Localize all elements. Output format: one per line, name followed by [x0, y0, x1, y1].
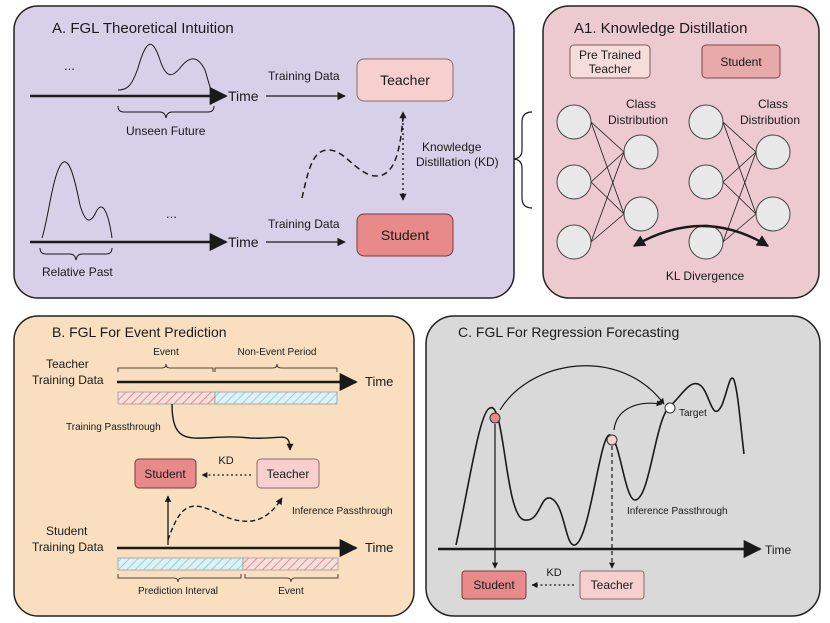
teacher-training-data-line2: Training Data [32, 373, 104, 387]
event-label-bottom: Event [278, 586, 304, 597]
left-input-node [556, 224, 592, 260]
prediction-interval-brace [117, 574, 242, 583]
pretrained-label-line1: Pre Trained [579, 48, 641, 62]
panel-c-kd-label: KD [546, 567, 561, 579]
class-dist-right-line1: Class [758, 97, 788, 111]
panel-b-teacher-label: Teacher [267, 467, 310, 481]
student-time-label: Time [365, 540, 393, 555]
teacher-point [606, 434, 618, 446]
non-event-period-label: Non-Event Period [238, 347, 317, 358]
left-input-node [556, 104, 592, 140]
panel-c-teacher-label: Teacher [591, 578, 634, 592]
bottom-time-label: Time [228, 234, 259, 250]
panel-c-student-box [461, 570, 527, 600]
teacher-time-label: Time [365, 374, 393, 389]
panel-c-teacher-box [579, 570, 645, 600]
relative-past-label: Relative Past [42, 265, 113, 279]
right-output-node [755, 196, 791, 232]
left-input-node [556, 164, 592, 200]
a1-student-box [701, 44, 781, 79]
dashed-transfer-curve [301, 117, 404, 199]
panel-b-teacher-box [256, 458, 320, 489]
right-input-node [688, 224, 724, 260]
student-point [489, 412, 501, 424]
right-output-node [755, 134, 791, 170]
pretrained-label-line2: Teacher [589, 62, 632, 76]
panel-a-title: A. FGL Theoretical Intuition [52, 20, 234, 37]
panel-b-title: B. FGL For Event Prediction [52, 324, 227, 340]
ellipsis-bottom: ... [166, 206, 177, 221]
forecast-arc-short [613, 400, 663, 431]
training-passthrough-label: Training Passthrough [66, 422, 161, 433]
panel-c-title: C. FGL For Regression Forecasting [458, 324, 679, 340]
inference-passthrough-label-b: Inference Passthrough [292, 506, 393, 517]
panel-c: C. FGL For Regression Forecasting Target… [425, 315, 821, 617]
unseen-future-label: Unseen Future [126, 124, 206, 138]
teacher-training-data-line1: Teacher [46, 357, 89, 371]
panel-a-student-label: Student [381, 227, 429, 243]
top-time-label: Time [228, 88, 259, 104]
event-brace-top [117, 363, 214, 372]
panel-a1: A1. Knowledge Distillation Pre Trained T… [542, 5, 820, 299]
left-output-node [623, 196, 659, 232]
bottom-training-data-label: Training Data [268, 217, 340, 231]
panel-c-time-label: Time [765, 543, 792, 557]
panel-b-student-label: Student [144, 467, 186, 481]
prediction-interval-segment [117, 557, 244, 571]
relative-past-brace [39, 247, 113, 261]
right-input-node [688, 104, 724, 140]
inference-passthrough-label-c: Inference Passthrough [627, 506, 728, 517]
teacher-event-segment [117, 391, 216, 405]
panel-a-teacher-label: Teacher [380, 72, 430, 88]
panel-a1-background [542, 5, 820, 299]
top-training-data-label: Training Data [268, 69, 340, 83]
grouping-brace [513, 111, 533, 209]
training-passthrough-curve [171, 403, 294, 451]
event-label-top: Event [153, 347, 179, 358]
relative-past-curve [41, 161, 113, 239]
a1-student-label: Student [720, 55, 762, 69]
ellipsis-top: ... [64, 58, 75, 73]
class-dist-right-line2: Distribution [740, 113, 800, 127]
teacher-non-event-segment [214, 391, 338, 405]
kd-label-line2: Distillation (KD) [416, 155, 499, 169]
left-network-nodes [556, 104, 659, 260]
kd-label-line1: Knowledge [422, 140, 482, 154]
right-network-edges [722, 121, 757, 243]
student-training-data-line1: Student [46, 524, 88, 538]
non-event-brace-top [214, 363, 338, 372]
panel-c-student-label: Student [473, 578, 515, 592]
unseen-future-brace [117, 105, 215, 119]
target-point [664, 402, 676, 414]
left-network-edges [590, 121, 625, 243]
forecast-arc-long [499, 365, 665, 411]
class-dist-left-line1: Class [626, 97, 656, 111]
prediction-interval-label: Prediction Interval [138, 586, 218, 597]
panel-b-kd-label: KD [218, 455, 233, 467]
student-training-data-line2: Training Data [32, 540, 104, 554]
left-output-node [623, 134, 659, 170]
event-brace-bottom [244, 574, 339, 583]
panel-b: B. FGL For Event Prediction Teacher Trai… [13, 315, 415, 617]
panel-c-background [425, 315, 821, 617]
panel-a1-title: A1. Knowledge Distillation [574, 20, 747, 37]
panel-b-background [13, 315, 415, 617]
unseen-future-curve [117, 44, 213, 93]
pretrained-teacher-box [569, 44, 651, 79]
right-input-node [688, 164, 724, 200]
class-dist-left-line2: Distribution [608, 113, 668, 127]
panel-a-student-box [356, 213, 454, 257]
kl-divergence-arrow [632, 224, 770, 248]
inference-passthrough-curve [167, 497, 283, 541]
panel-a: A. FGL Theoretical Intuition ... Time Un… [13, 5, 515, 299]
student-event-segment [242, 557, 339, 571]
panel-b-student-box [134, 458, 197, 489]
kl-divergence-label: KL Divergence [666, 269, 745, 283]
target-label: Target [679, 408, 707, 419]
panel-a-teacher-box [356, 58, 454, 102]
